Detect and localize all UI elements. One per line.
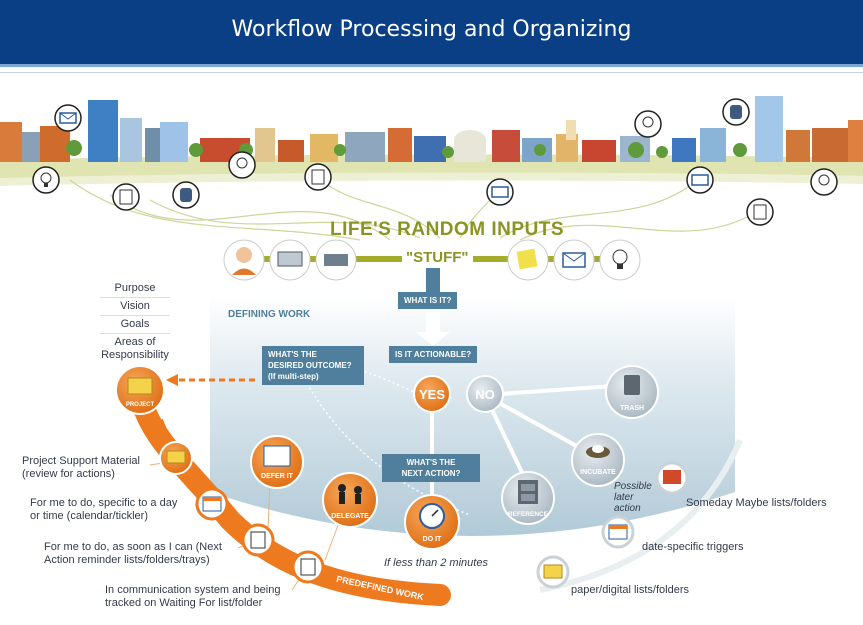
email-icon — [553, 239, 595, 281]
lightbulb-icon — [810, 168, 838, 196]
lightbulb-icon — [634, 110, 662, 138]
someday-node — [655, 461, 689, 495]
possible-line-3: action — [614, 503, 641, 514]
stuff-label: "STUFF" — [402, 249, 473, 267]
sticky-note-icon — [507, 239, 549, 281]
stuff-icons — [223, 239, 641, 281]
doit-node: DO IT — [404, 494, 460, 550]
inbox-tray-icon — [269, 239, 311, 281]
doit-label: DO IT — [423, 536, 442, 543]
input-icons — [32, 98, 838, 226]
calendar-label: For me to do, specific to a day or time … — [30, 497, 177, 523]
trash-node: TRASH — [605, 365, 659, 419]
support-material-label: Project Support Material (review for act… — [22, 455, 140, 481]
next-action-node — [241, 523, 275, 557]
horizon-vision: Vision — [100, 298, 170, 316]
reference-curve — [539, 438, 743, 593]
document-icon — [746, 198, 774, 226]
next-list-line-2: Action reminder lists/folders/trays) — [44, 554, 210, 566]
waiting-for-label: In communication system and being tracke… — [105, 584, 280, 610]
outcome-line-1: WHAT'S THE — [268, 350, 317, 359]
possible-line-1: Possible — [614, 481, 652, 492]
triggers-label: date-specific triggers — [642, 541, 744, 553]
person-icon — [223, 239, 265, 281]
email-icon — [486, 178, 514, 206]
phone-icon — [172, 181, 200, 209]
someday-label: Someday Maybe lists/folders — [686, 497, 827, 509]
lightbulb-icon — [228, 151, 256, 179]
paper-folder-node — [536, 555, 570, 589]
arrow-head — [416, 332, 450, 346]
phone-icon — [722, 98, 750, 126]
lightbulb-icon — [599, 239, 641, 281]
project-label: PROJECT — [126, 402, 155, 408]
delegate-label: DELEGATE — [331, 513, 369, 520]
defer-label: DEFER IT — [261, 473, 294, 480]
header-banner: Workflow Processing and Organizing — [0, 0, 863, 67]
city-skyline — [0, 96, 863, 162]
email-icon — [54, 104, 82, 132]
waiting-for-node — [291, 550, 325, 584]
email-icon — [686, 166, 714, 194]
fax-icon — [315, 239, 357, 281]
next-line-1: WHAT'S THE — [406, 458, 456, 467]
divider — [0, 72, 863, 73]
two-minutes-label: If less than 2 minutes — [384, 557, 488, 569]
horizon-goals: Goals — [100, 316, 170, 334]
calendar-node — [195, 487, 229, 521]
yes-label: YES — [419, 387, 445, 402]
no-label: NO — [475, 387, 495, 402]
yes-node: YES — [413, 375, 451, 413]
trash-label: TRASH — [620, 405, 644, 412]
horizon-purpose: Purpose — [100, 280, 170, 298]
reference-label: REFERENCE — [508, 511, 549, 518]
defining-work-area — [210, 296, 735, 536]
next-action-box: WHAT'S THE NEXT ACTION? — [382, 454, 480, 482]
outcome-line-3: (If multi-step) — [268, 372, 319, 381]
arrow-stem-top — [426, 268, 440, 292]
page-title: Workflow Processing and Organizing — [231, 17, 632, 42]
defer-node: DEFER IT — [250, 435, 304, 489]
cal-line-1: For me to do, specific to a day — [30, 497, 178, 509]
psm-line-1: Project Support Material — [22, 455, 140, 467]
trees — [66, 140, 747, 158]
psm-line-2: (review for actions) — [22, 468, 115, 480]
document-icon — [304, 163, 332, 191]
project-node: PROJECT — [115, 365, 165, 415]
no-node: NO — [466, 375, 504, 413]
ground-shadow — [0, 172, 863, 186]
wait-line-2: tracked on Waiting For list/folder — [105, 597, 263, 609]
defining-work-label: DEFINING WORK — [228, 309, 311, 320]
input-lines — [69, 177, 761, 241]
reference-node: REFERENCE — [501, 471, 555, 525]
outcome-line-2: DESIRED OUTCOME? — [268, 361, 352, 370]
incubate-label: INCUBATE — [580, 469, 616, 476]
paper-lists-label: paper/digital lists/folders — [571, 584, 690, 596]
possible-later-action: Possible later action — [614, 481, 652, 514]
what-is-it-box: WHAT IS IT? — [398, 292, 458, 309]
wait-line-1: In communication system and being — [105, 584, 281, 596]
cal-line-2: or time (calendar/tickler) — [30, 510, 148, 522]
next-line-2: NEXT ACTION? — [401, 469, 461, 478]
next-action-list-label: For me to do, as soon as I can (Next Act… — [44, 541, 222, 567]
next-list-line-1: For me to do, as soon as I can (Next — [44, 541, 222, 553]
inputs-title: LIFE'S RANDOM INPUTS — [330, 219, 565, 240]
horizons-list: Purpose Vision Goals Areas of Responsibi… — [100, 280, 170, 364]
lightbulb-icon — [32, 166, 60, 194]
arrow-stem-mid — [426, 312, 440, 334]
outcome-box: WHAT'S THE DESIRED OUTCOME? (If multi-st… — [262, 346, 364, 385]
horizon-areas: Areas of Responsibility — [101, 336, 169, 361]
predefined-work-band — [129, 384, 451, 606]
possible-line-2: later — [614, 492, 634, 503]
delegate-node: DELEGATE — [322, 472, 378, 528]
document-icon — [112, 183, 140, 211]
support-material-node — [159, 441, 193, 475]
incubate-node: INCUBATE — [571, 433, 625, 487]
no-connectors — [430, 383, 772, 600]
actionable-box: IS IT ACTIONABLE? — [389, 346, 478, 363]
triggers-node — [601, 515, 635, 549]
